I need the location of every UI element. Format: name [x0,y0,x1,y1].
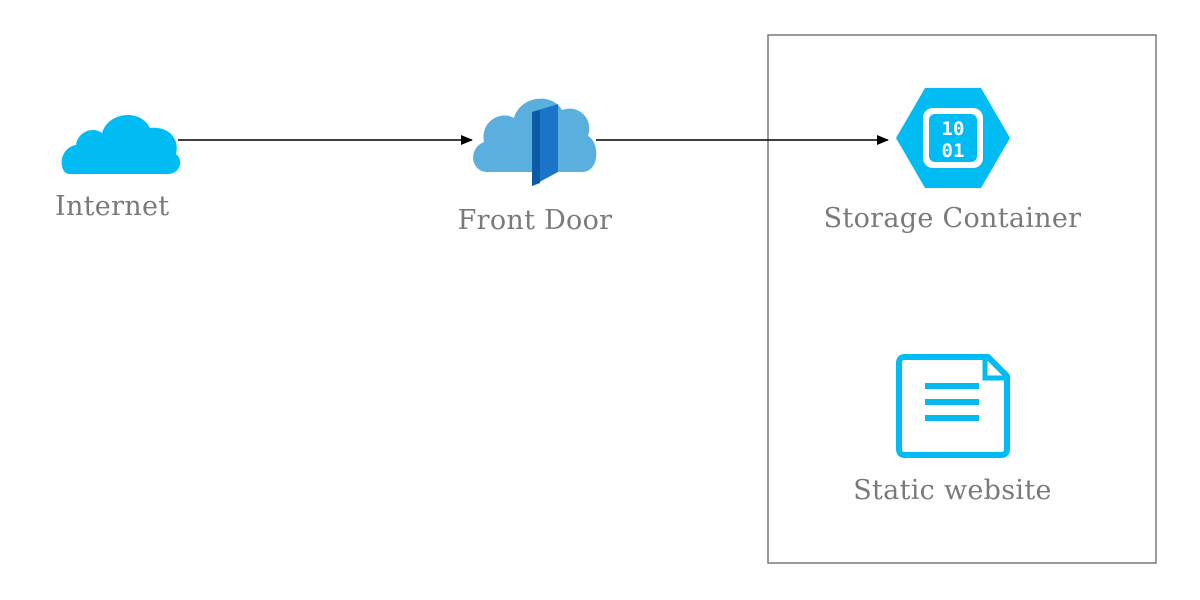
document-icon [896,354,1010,458]
front-door-label: Front Door [457,205,613,236]
static-website-label: Static website [853,475,1052,506]
internet-label: Internet [55,191,170,222]
storage-blob-icon: 10 01 [896,88,1010,188]
storage-container-label: Storage Container [823,203,1082,234]
storage-glyph-line-1: 10 [942,118,965,140]
cloud-icon [61,114,181,174]
group-container [767,34,1157,564]
front-door-icon [473,98,597,186]
storage-glyph-line-2: 01 [942,140,965,162]
